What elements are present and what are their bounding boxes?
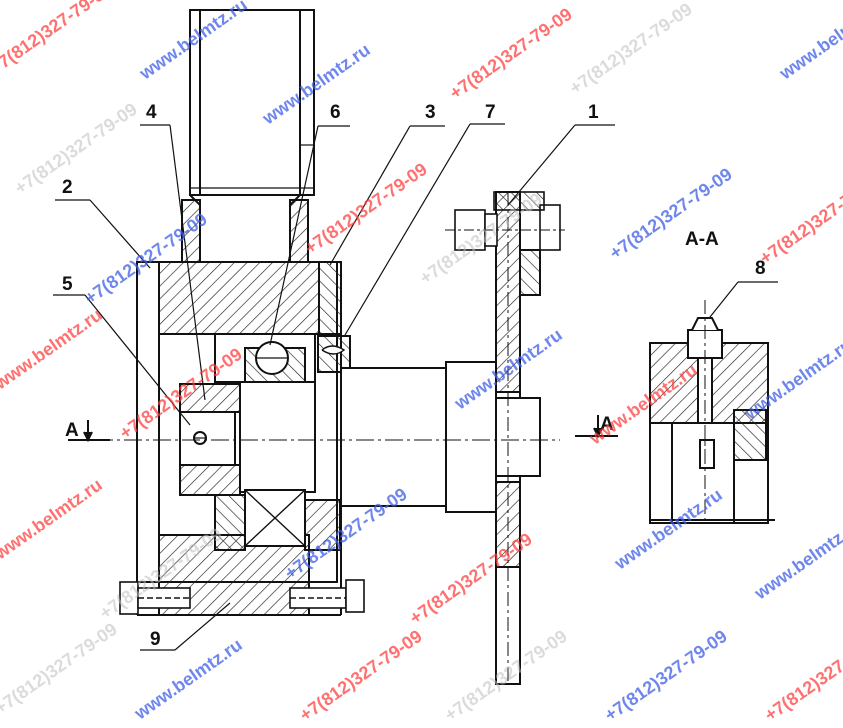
- watermark-phone-grey: +7(812)327-79-09: [11, 99, 141, 198]
- callout-5: 5: [62, 274, 73, 295]
- callout-3: 3: [425, 102, 436, 123]
- watermark-phone: +7(812)327-79-09: [296, 626, 426, 725]
- watermark-site: www.belmtz.ru: [750, 514, 843, 603]
- watermark-site: www.belmtz.ru: [775, 0, 843, 84]
- watermark-site: www.belmtz.ru: [610, 484, 726, 573]
- bearing-assembly: [179, 333, 341, 551]
- section-marker-left-label: А: [65, 420, 79, 441]
- section-marker-right: [575, 415, 618, 439]
- watermark-phone-grey: +7(812)327-79-09: [566, 0, 696, 98]
- watermark-phone: +7(812)327-79-09: [761, 626, 843, 725]
- section-aa-view: [649, 300, 775, 524]
- callout-2: 2: [62, 177, 73, 198]
- callout-8: 8: [755, 258, 766, 279]
- watermark-phone-grey: +7(812)327-79-09: [0, 619, 121, 718]
- output-shaft: [340, 361, 497, 513]
- callout-9: 9: [150, 629, 161, 650]
- main-view: [53, 9, 778, 685]
- callout-6: 6: [330, 102, 341, 123]
- callout-4: 4: [146, 102, 157, 123]
- flange-plate: [445, 191, 565, 685]
- section-marker-right-label: А: [600, 414, 614, 435]
- section-title: А-А: [685, 229, 719, 250]
- watermark-site: www.belmtz.ru: [0, 474, 106, 563]
- watermark-site: www.belmtz.ru: [0, 304, 106, 393]
- watermark-phone: +7(812)327-79-0: [0, 0, 108, 78]
- watermark-phone: +7(812)327-79-09: [756, 169, 843, 268]
- leader-lines: [53, 123, 778, 651]
- watermark-phone-blue: +7(812)327-79-09: [601, 626, 731, 725]
- watermark-phone: +7(812)327-79-09: [301, 159, 431, 258]
- bottom-bolts: [119, 579, 365, 615]
- seal: [317, 335, 351, 373]
- watermark-phone: +7(812)327-79-09: [446, 4, 576, 103]
- callout-1: 1: [588, 102, 599, 123]
- watermark-site: www.belmtz.ru: [130, 634, 246, 723]
- upper-column: [181, 9, 315, 266]
- section-marker-left: [68, 420, 110, 443]
- callout-7: 7: [485, 102, 496, 123]
